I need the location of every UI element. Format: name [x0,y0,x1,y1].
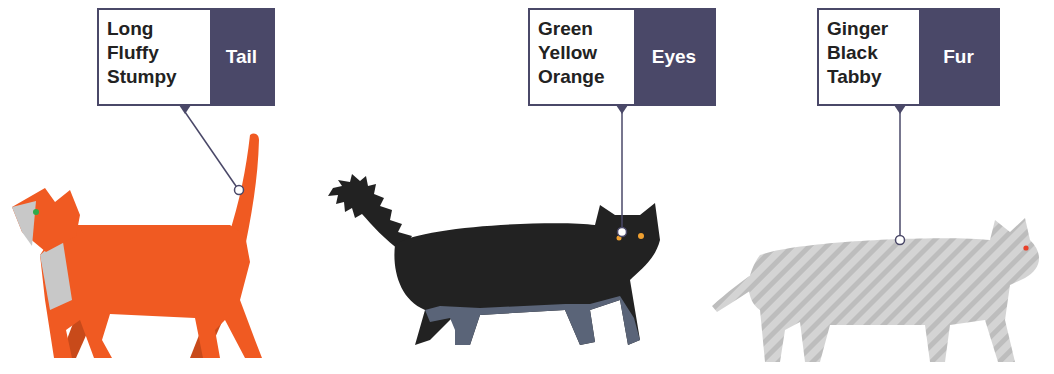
black-cat [328,174,660,345]
option-list: Long Fluffy Stumpy [99,10,210,104]
callout-box: Green Yellow OrangeEyes [528,8,716,106]
leader-lines [185,112,900,238]
option-list: Green Yellow Orange [530,10,634,104]
callout-box: Long Fluffy StumpyTail [97,8,275,106]
callout-box: Ginger Black TabbyFur [817,8,1000,106]
option-list: Ginger Black Tabby [819,10,919,104]
tabby-cat [712,218,1039,362]
leader-dots [235,186,905,245]
feature-label: Eyes [634,10,714,104]
leader-pointers [179,105,906,114]
feature-label: Tail [210,10,273,104]
ginger-cat [12,134,262,358]
feature-label: Fur [919,10,998,104]
